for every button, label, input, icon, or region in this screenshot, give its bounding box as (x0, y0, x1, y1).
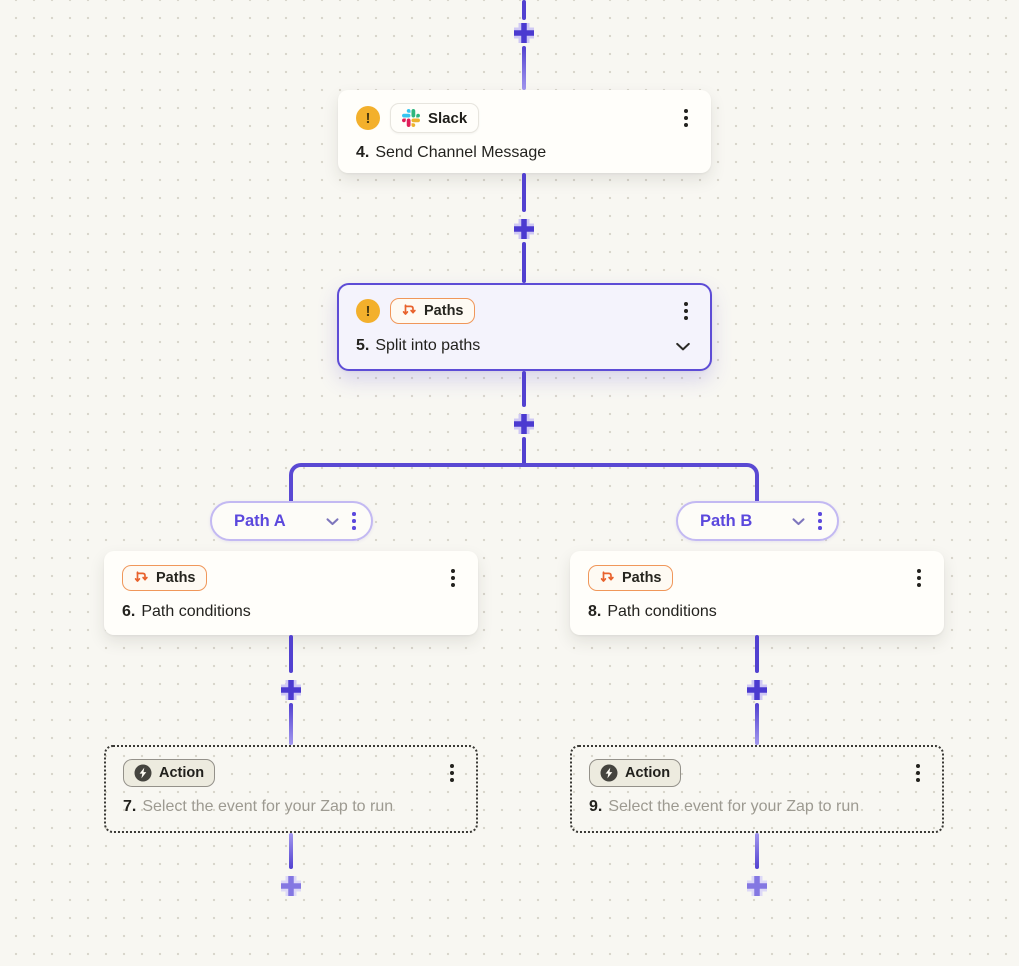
step-title-text: Path conditions (607, 603, 717, 621)
path-branch-connector (289, 463, 759, 501)
step-number: 9. (589, 798, 603, 816)
connector-line (522, 371, 526, 407)
path-a-pill[interactable]: Path A (210, 501, 373, 541)
step-number: 8. (588, 603, 602, 621)
connector-line (289, 635, 293, 673)
plus-icon (514, 23, 534, 43)
connector-line (522, 46, 526, 90)
split-arrows-icon (600, 571, 614, 582)
slack-logo-icon (402, 109, 420, 127)
chevron-down-icon[interactable] (324, 513, 341, 530)
paths-badge: Paths (390, 298, 475, 325)
path-b-pill[interactable]: Path B (676, 501, 839, 541)
plus-icon (281, 876, 301, 896)
split-arrows-icon (134, 571, 148, 582)
warning-icon: ! (356, 299, 380, 324)
step-title: 4. Send Channel Message (356, 144, 693, 162)
add-step-button[interactable] (278, 677, 304, 703)
step-card-5[interactable]: ! Paths 5. Split into paths (337, 283, 712, 371)
connector-line (522, 173, 526, 212)
connector-line (755, 635, 759, 673)
step-title-text: Split into paths (375, 337, 481, 355)
chevron-down-icon[interactable] (790, 513, 807, 530)
action-badge: Action (123, 759, 216, 788)
add-step-button[interactable] (744, 873, 770, 899)
step-number: 4. (356, 144, 370, 161)
lightning-bolt-icon (600, 764, 618, 782)
chevron-down-icon[interactable] (673, 336, 693, 356)
step-title-text: Select the event for your Zap to run (608, 798, 860, 816)
step-title: 7. Select the event for your Zap to run (123, 798, 459, 816)
warning-icon: ! (356, 106, 380, 130)
kebab-menu-icon[interactable] (446, 564, 460, 592)
lightning-bolt-icon (134, 764, 152, 782)
plus-icon (747, 680, 767, 700)
paths-badge-label: Paths (156, 570, 196, 587)
step-card-8[interactable]: Paths 8. Path conditions (570, 551, 944, 635)
step-title-text: Path conditions (141, 603, 251, 621)
step-number: 6. (122, 603, 136, 621)
paths-badge: Paths (122, 565, 207, 592)
step-title: 6. Path conditions (122, 603, 460, 621)
step-title-text: Select the event for your Zap to run (142, 798, 394, 816)
step-number: 7. (123, 798, 137, 816)
connector-line (289, 833, 293, 869)
connector-line (755, 703, 759, 745)
step-card-7[interactable]: Action 7. Select the event for your Zap … (104, 745, 478, 833)
kebab-menu-icon[interactable] (813, 508, 827, 535)
plus-icon (514, 414, 534, 434)
step-card-6[interactable]: Paths 6. Path conditions (104, 551, 478, 635)
path-label: Path B (700, 511, 753, 530)
split-arrows-icon (402, 304, 416, 315)
action-badge-label: Action (159, 765, 205, 782)
connector-line (522, 0, 526, 20)
action-badge-label: Action (625, 765, 671, 782)
connector-line (755, 833, 759, 869)
path-label: Path A (234, 511, 286, 530)
connector-line (522, 242, 526, 283)
kebab-menu-icon[interactable] (347, 508, 361, 535)
kebab-menu-icon[interactable] (911, 759, 925, 787)
paths-badge: Paths (588, 565, 673, 592)
add-step-button[interactable] (744, 677, 770, 703)
add-step-button[interactable] (511, 20, 537, 46)
paths-badge-label: Paths (622, 570, 662, 587)
plus-icon (514, 219, 534, 239)
paths-badge-label: Paths (424, 303, 464, 320)
kebab-menu-icon[interactable] (679, 104, 693, 132)
add-step-button[interactable] (511, 411, 537, 437)
step-title: 9. Select the event for your Zap to run (589, 798, 925, 816)
action-badge: Action (589, 759, 682, 788)
kebab-menu-icon[interactable] (445, 759, 459, 787)
slack-app-badge[interactable]: Slack (390, 103, 480, 133)
connector-line (289, 703, 293, 745)
connector-line (522, 437, 526, 465)
add-step-button[interactable] (278, 873, 304, 899)
step-title: 5. Split into paths (356, 336, 693, 356)
kebab-menu-icon[interactable] (679, 297, 693, 325)
app-badge-label: Slack (428, 109, 468, 127)
step-card-4[interactable]: ! Slack 4. Send Channel Message (338, 90, 711, 173)
step-number: 5. (356, 337, 370, 355)
step-title-text: Send Channel Message (375, 144, 547, 161)
step-title: 8. Path conditions (588, 603, 926, 621)
kebab-menu-icon[interactable] (912, 564, 926, 592)
plus-icon (747, 876, 767, 896)
step-card-9[interactable]: Action 9. Select the event for your Zap … (570, 745, 944, 833)
add-step-button[interactable] (511, 216, 537, 242)
plus-icon (281, 680, 301, 700)
